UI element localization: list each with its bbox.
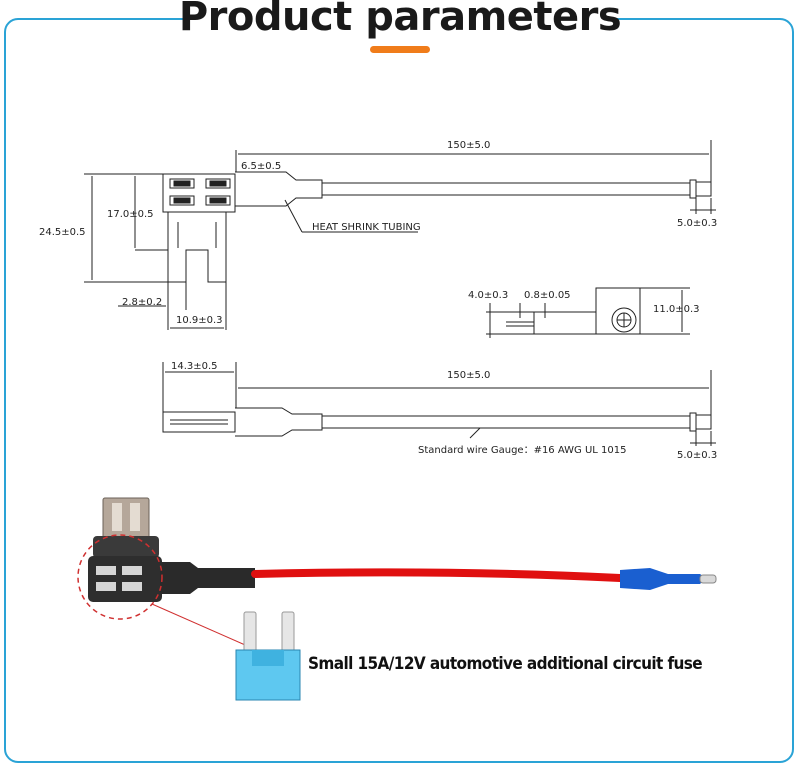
page-title: Product parameters (178, 0, 622, 40)
title-accent-bar (370, 46, 430, 53)
fuse-caption: Small 15A/12V automotive additional circ… (308, 654, 703, 674)
pin-diameter-label: 4.0±0.3 (468, 290, 509, 301)
total-height-label: 24.5±0.5 (39, 227, 86, 238)
overall-length-bottom-label: 150±5.0 (447, 370, 491, 381)
blade-thickness-label: 2.8±0.2 (122, 297, 163, 308)
wall-label: 0.8±0.05 (524, 290, 571, 301)
product-photo (77, 497, 717, 701)
overall-length-label: 150±5.0 (447, 140, 491, 151)
wire-gauge-label: Standard wire Gauge：#16 AWG UL 1015 (418, 445, 627, 456)
body-height-label: 11.0±0.3 (653, 304, 700, 315)
terminal-width-bottom-label: 5.0±0.3 (677, 450, 718, 461)
blade-span-label: 10.9±0.3 (176, 315, 223, 326)
title-mask (188, 0, 612, 40)
pin-height-label: 17.0±0.5 (107, 209, 154, 220)
fuse-tap-side-view (162, 362, 716, 446)
fuse-tap-top-view (84, 140, 716, 330)
terminal-width-top-label: 5.0±0.3 (677, 218, 718, 229)
shrink-length-label: 6.5±0.5 (241, 161, 282, 172)
terminal-detail (486, 287, 690, 338)
heat-shrink-label: HEAT SHRINK TUBING (312, 222, 421, 233)
holder-width-label: 14.3±0.5 (171, 361, 218, 372)
